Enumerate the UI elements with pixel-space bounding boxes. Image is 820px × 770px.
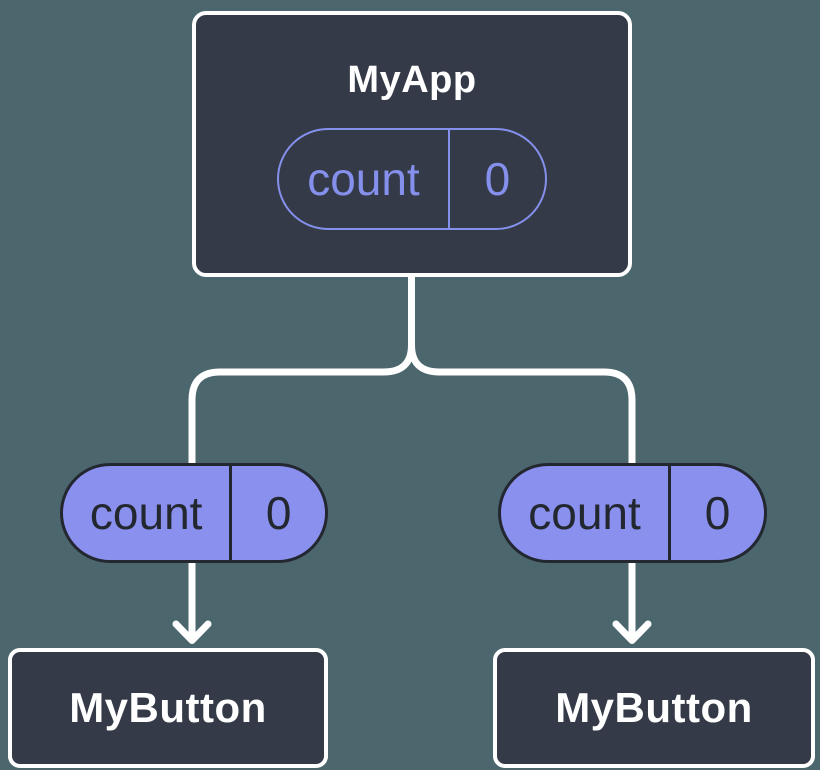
- arrowhead-down-icon-right: [612, 620, 652, 644]
- connector-branch-left: [188, 273, 415, 640]
- pill-divider-line: [447, 130, 450, 228]
- state-pill-value: 0: [484, 153, 511, 205]
- parent-component-node: MyApp count 0: [192, 11, 632, 277]
- child-component-name-left: MyButton: [69, 684, 267, 731]
- state-pill: count 0: [277, 128, 547, 230]
- child-component-node-left: MyButton: [8, 648, 328, 768]
- child-component-name-right: MyButton: [555, 684, 753, 731]
- connector-branch-right: [408, 273, 636, 640]
- prop-pill-left-value: 0: [265, 487, 292, 539]
- prop-pill-right-value: 0: [704, 487, 731, 539]
- parent-component-name: MyApp: [347, 59, 477, 101]
- pill-divider-line: [229, 466, 233, 560]
- prop-pill-left-label: count: [89, 487, 203, 539]
- prop-pill-right: count 0: [498, 463, 767, 563]
- pill-divider-line: [668, 466, 671, 560]
- child-component-node-right: MyButton: [493, 648, 815, 768]
- state-pill-label: count: [307, 153, 420, 205]
- arrowhead-down-icon-left: [172, 620, 212, 644]
- prop-pill-right-label: count: [528, 487, 641, 539]
- prop-pill-left: count 0: [60, 463, 328, 563]
